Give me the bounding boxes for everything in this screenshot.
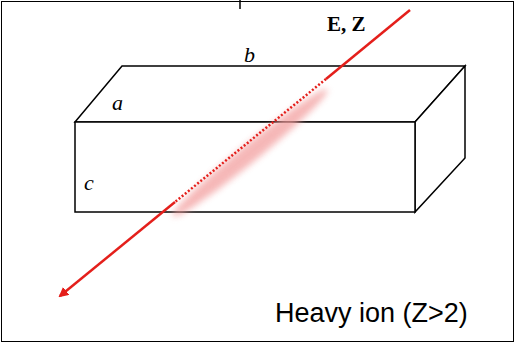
dimension-label: b [244, 44, 255, 66]
ion-path [60, 202, 175, 296]
ion-label: Heavy ion (Z>2) [275, 300, 468, 327]
ionization-track [167, 83, 333, 224]
ion-property-label: E, Z [327, 14, 366, 35]
dimension-label: a [112, 92, 123, 114]
ion-path [326, 10, 410, 79]
cut-arrow [239, 0, 241, 9]
ion-path-inside [175, 79, 326, 202]
dimension-label: c [84, 172, 94, 194]
